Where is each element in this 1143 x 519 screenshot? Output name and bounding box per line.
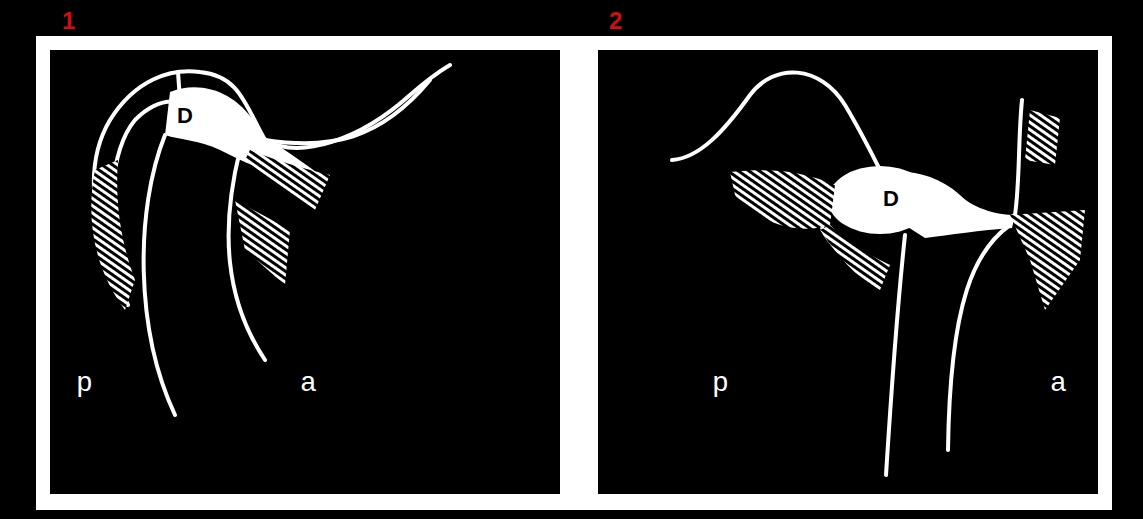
direction-label: a <box>1050 370 1067 398</box>
panel-number: 1 <box>62 9 75 33</box>
panel <box>598 50 1098 494</box>
direction-label: p <box>712 370 729 398</box>
white-frame <box>36 36 1112 510</box>
direction-label: a <box>300 370 317 398</box>
region-letter: D <box>883 188 899 210</box>
direction-label: p <box>76 370 93 398</box>
panel-number: 2 <box>609 9 622 33</box>
panel <box>50 50 560 494</box>
region-letter: D <box>177 105 193 127</box>
